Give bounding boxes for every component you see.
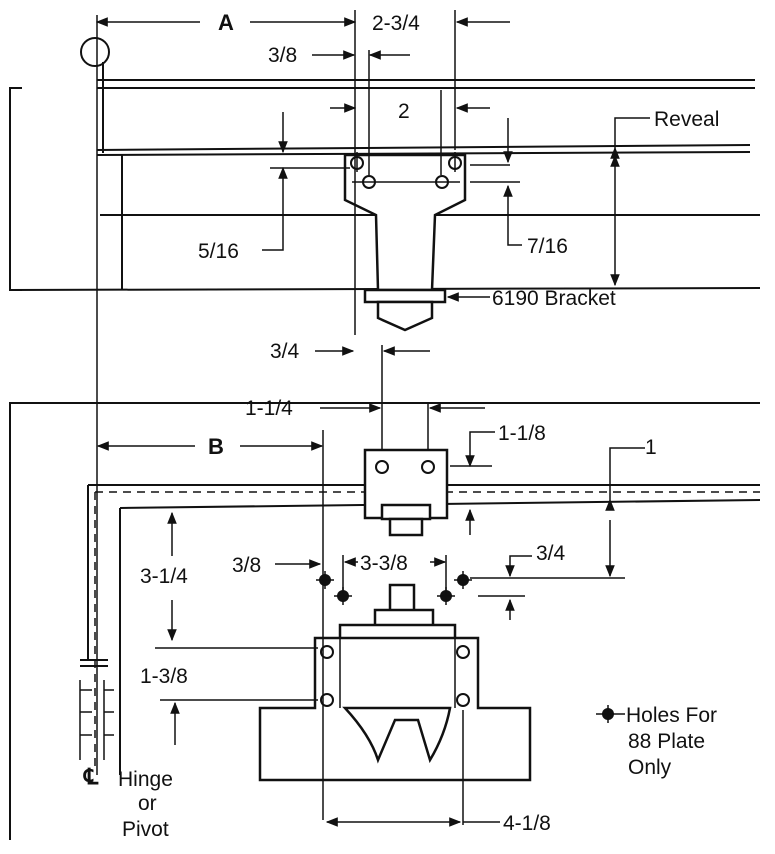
top-dimensions: A 2-3/4 3/8 2 5/16 7/16 Reveal — [95, 10, 719, 450]
dim-b-label: B — [208, 434, 224, 459]
legend-line3: Only — [628, 756, 672, 779]
hinge-line2: or — [138, 792, 157, 815]
dim-7-16-label: 7/16 — [527, 235, 568, 258]
dim-3-4-mid-label: 3/4 — [270, 340, 300, 363]
hinge-circle — [80, 37, 110, 67]
dim-2-3-4-label: 2-3/4 — [372, 12, 420, 35]
dim-3-1-4-label: 3-1/4 — [140, 565, 188, 588]
dim-1-1-8-label: 1-1/8 — [498, 422, 546, 445]
reveal-label: Reveal — [654, 108, 719, 131]
dim-1-1-4-label: 1-1/4 — [245, 397, 293, 420]
legend-line2: 88 Plate — [628, 730, 705, 753]
dim-3-8-top-label: 3/8 — [268, 44, 297, 67]
dim-4-1-8-label: 4-1/8 — [503, 812, 551, 835]
plate-holes — [316, 571, 472, 605]
dim-3-8-low-label: 3/8 — [232, 554, 261, 577]
dim-1-label: 1 — [645, 436, 657, 459]
bracket-label: 6190 Bracket — [492, 287, 616, 310]
bracket-shape — [343, 152, 467, 332]
dim-3-3-8-label: 3-3/8 — [360, 552, 408, 575]
hinge-line1: Hinge — [118, 768, 173, 791]
closer-body — [258, 583, 532, 782]
hinge-line3: Pivot — [122, 818, 169, 841]
legend-holes: Holes For 88 Plate Only — [596, 704, 717, 779]
dim-3-4-low-label: 3/4 — [536, 542, 566, 565]
dim-a-label: A — [218, 10, 234, 35]
bottom-dimensions: 1-1/4 1-1/8 1 B 3-1/4 1-3/8 3/8 — [96, 397, 657, 835]
hinge-label: ℄ Hinge or Pivot — [83, 764, 173, 841]
dim-5-16-label: 5/16 — [198, 240, 239, 263]
centerline-symbol: ℄ — [83, 764, 99, 789]
arm-plate — [363, 448, 449, 537]
dim-2-label: 2 — [398, 100, 410, 123]
dim-1-3-8-label: 1-3/8 — [140, 665, 188, 688]
legend-line1: Holes For — [626, 704, 717, 727]
